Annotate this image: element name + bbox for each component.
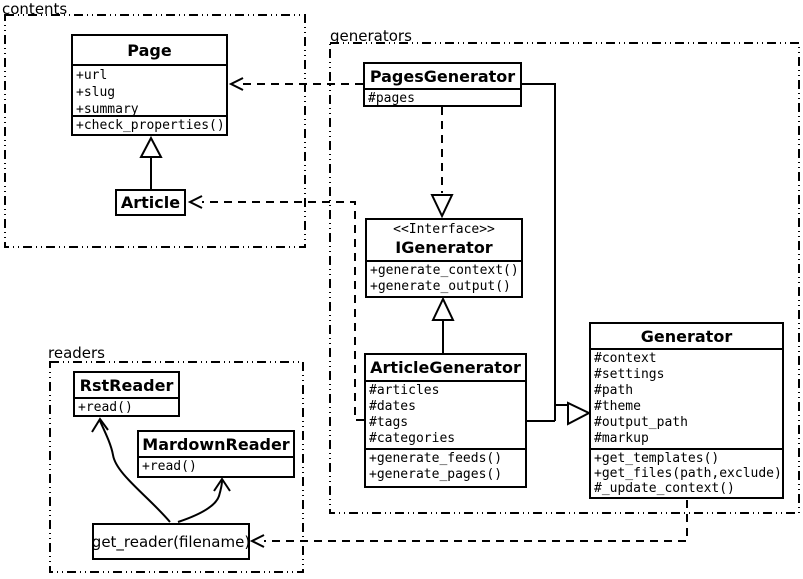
package-border-contents bbox=[4, 14, 306, 248]
class-articlegenerator-attributes: #articles #dates #tags #categories bbox=[366, 380, 525, 448]
attribute: +slug bbox=[76, 85, 116, 100]
attribute: #output_path bbox=[594, 415, 688, 430]
inheritance-triangle-article-to-page bbox=[139, 135, 163, 158]
package-border-generators bbox=[329, 42, 800, 514]
dependency-line-generator-to-getreader bbox=[264, 500, 688, 542]
package-label-contents: contents bbox=[2, 0, 68, 18]
attribute: #tags bbox=[369, 415, 409, 430]
attribute: +url bbox=[76, 68, 108, 83]
dependency-arrowhead-article bbox=[187, 195, 203, 209]
attribute: #categories bbox=[369, 431, 456, 446]
interface-igenerator-title: <<Interface>> IGenerator bbox=[367, 220, 521, 260]
class-articlegenerator-title: ArticleGenerator bbox=[370, 358, 521, 377]
inheritance-line-articlegenerator-to-generator bbox=[527, 404, 569, 422]
method: +generate_output() bbox=[370, 279, 511, 294]
class-article-title: Article bbox=[120, 193, 181, 212]
interface-igenerator: <<Interface>> IGenerator +generate_conte… bbox=[365, 218, 523, 298]
class-mardownreader-title: MardownReader bbox=[142, 434, 290, 454]
class-generator-attributes: #context #settings #path #theme #output_… bbox=[591, 348, 782, 448]
class-rstreader: RstReader +read() bbox=[73, 371, 180, 417]
attribute: #context bbox=[594, 351, 657, 366]
arrowhead-mardownreader bbox=[213, 477, 231, 492]
class-articlegenerator-methods: +generate_feeds() +generate_pages() bbox=[366, 448, 525, 486]
attribute: #theme bbox=[594, 399, 641, 414]
method: +generate_pages() bbox=[369, 467, 503, 482]
node-get-reader: get_reader(filename) bbox=[92, 523, 250, 560]
attribute: #settings bbox=[594, 367, 665, 382]
method: +get_templates() bbox=[594, 451, 720, 466]
class-generator: Generator #context #settings #path #them… bbox=[589, 322, 784, 499]
realization-triangle-igenerator-top bbox=[430, 194, 454, 219]
inheritance-triangle-generator bbox=[567, 401, 592, 426]
arrow-curve-getreader-to-mardownreader bbox=[177, 480, 223, 523]
interface-igenerator-methods: +generate_context() +generate_output() bbox=[367, 260, 521, 296]
class-pagesgenerator-title: PagesGenerator bbox=[369, 66, 516, 86]
class-pagesgenerator: PagesGenerator #pages bbox=[363, 62, 522, 107]
class-article: Article bbox=[115, 189, 186, 216]
class-rstreader-methods: +read() bbox=[75, 397, 178, 415]
class-generator-methods: +get_templates() +get_files(path,exclude… bbox=[591, 448, 782, 497]
attribute: #markup bbox=[594, 431, 649, 446]
attribute: #articles bbox=[369, 383, 440, 398]
method: +read() bbox=[142, 459, 197, 474]
package-label-readers: readers bbox=[48, 344, 105, 362]
method: #_update_context() bbox=[594, 481, 735, 496]
class-generator-title: Generator bbox=[640, 326, 733, 346]
class-mardownreader: MardownReader +read() bbox=[137, 430, 295, 478]
class-mardownreader-methods: +read() bbox=[139, 456, 293, 476]
method: +read() bbox=[78, 400, 133, 415]
class-articlegenerator: ArticleGenerator #articles #dates #tags … bbox=[364, 353, 527, 488]
arrow-curve-getreader-to-rstreader bbox=[99, 420, 171, 523]
attribute: #pages bbox=[368, 91, 415, 105]
attribute: #dates bbox=[369, 399, 416, 414]
interface-stereotype: <<Interface>> bbox=[393, 222, 495, 237]
method: +generate_context() bbox=[370, 263, 519, 278]
method: +check_properties() bbox=[76, 118, 225, 133]
method: +get_files(path,exclude) bbox=[594, 466, 782, 481]
class-page-methods: +check_properties() bbox=[73, 115, 226, 134]
inheritance-line-pagesgenerator-to-generator bbox=[522, 83, 556, 421]
attribute: #path bbox=[594, 383, 634, 398]
method: +generate_feeds() bbox=[369, 451, 503, 466]
inheritance-triangle-igenerator-bottom bbox=[431, 296, 455, 321]
arrowhead-rstreader bbox=[91, 417, 109, 433]
class-page-attributes: +url +slug +summary bbox=[73, 64, 226, 115]
dependency-line-articlegenerator-to-article bbox=[202, 201, 364, 421]
dependency-arrowhead-page bbox=[228, 77, 244, 91]
class-page: Page +url +slug +summary +check_properti… bbox=[71, 34, 228, 136]
class-page-title: Page bbox=[127, 40, 172, 60]
dependency-arrowhead-getreader bbox=[249, 534, 265, 548]
node-get-reader-label: get_reader(filename) bbox=[91, 532, 251, 551]
class-pagesgenerator-attributes: #pages bbox=[365, 88, 520, 105]
package-border-readers bbox=[49, 361, 304, 573]
package-label-generators: generators bbox=[330, 27, 412, 45]
attribute: +summary bbox=[76, 102, 139, 115]
class-rstreader-title: RstReader bbox=[79, 375, 174, 395]
interface-igenerator-name: IGenerator bbox=[395, 238, 493, 257]
